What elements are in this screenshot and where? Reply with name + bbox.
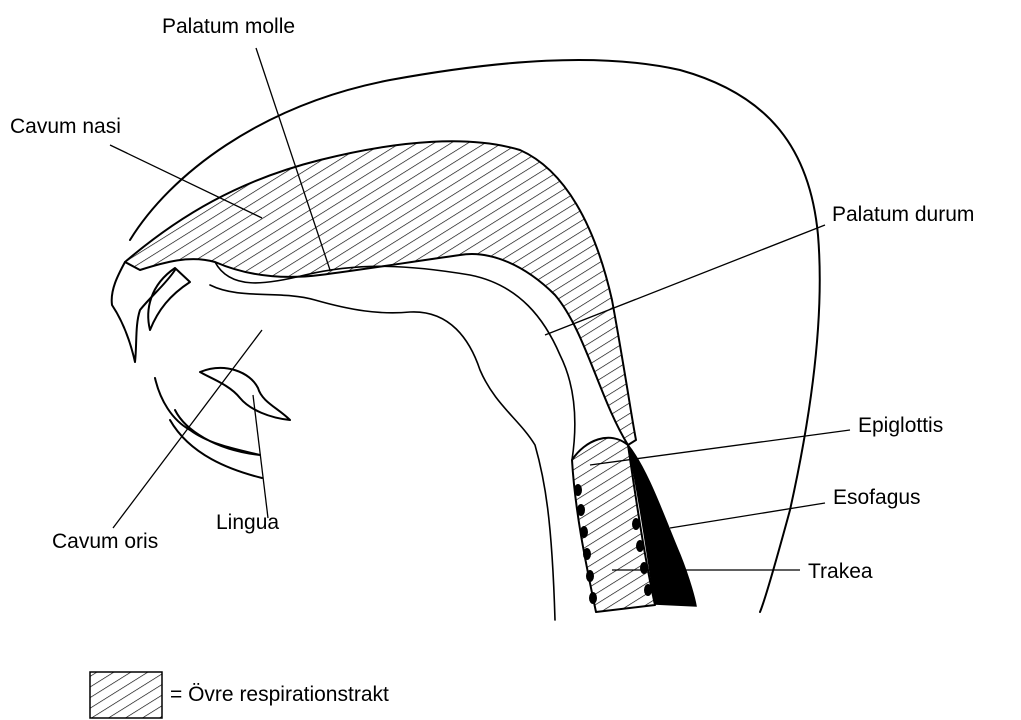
label-cavum-oris: Cavum oris [52,531,158,552]
trachea-ring [640,562,648,574]
label-trakea: Trakea [808,561,873,582]
label-palatum-molle: Palatum molle [162,16,295,37]
trachea-ring [577,504,585,516]
trachea-ring [574,484,582,496]
nasal-cavity-hatched [125,141,636,445]
tongue-outline [210,285,555,620]
trachea-ring [583,548,591,560]
label-lingua: Lingua [216,512,279,533]
label-esofagus: Esofagus [833,487,921,508]
label-palatum-durum: Palatum durum [832,204,974,225]
hard-palate-outline [215,262,575,460]
trachea-ring [636,540,644,552]
leader-esofagus [670,503,825,528]
trachea-ring [589,592,597,604]
lower-jaw [155,378,260,455]
legend-label: = Övre respirationstrakt [170,684,389,705]
label-epiglottis: Epiglottis [858,415,943,436]
trachea-ring [644,584,652,596]
trachea-ring [632,518,640,530]
legend-hatch-swatch [90,672,162,718]
leader-cavum-nasi [110,145,262,218]
lower-lip [170,420,262,478]
label-cavum-nasi: Cavum nasi [10,116,121,137]
trachea-ring [580,526,588,538]
trachea-ring [586,570,594,582]
